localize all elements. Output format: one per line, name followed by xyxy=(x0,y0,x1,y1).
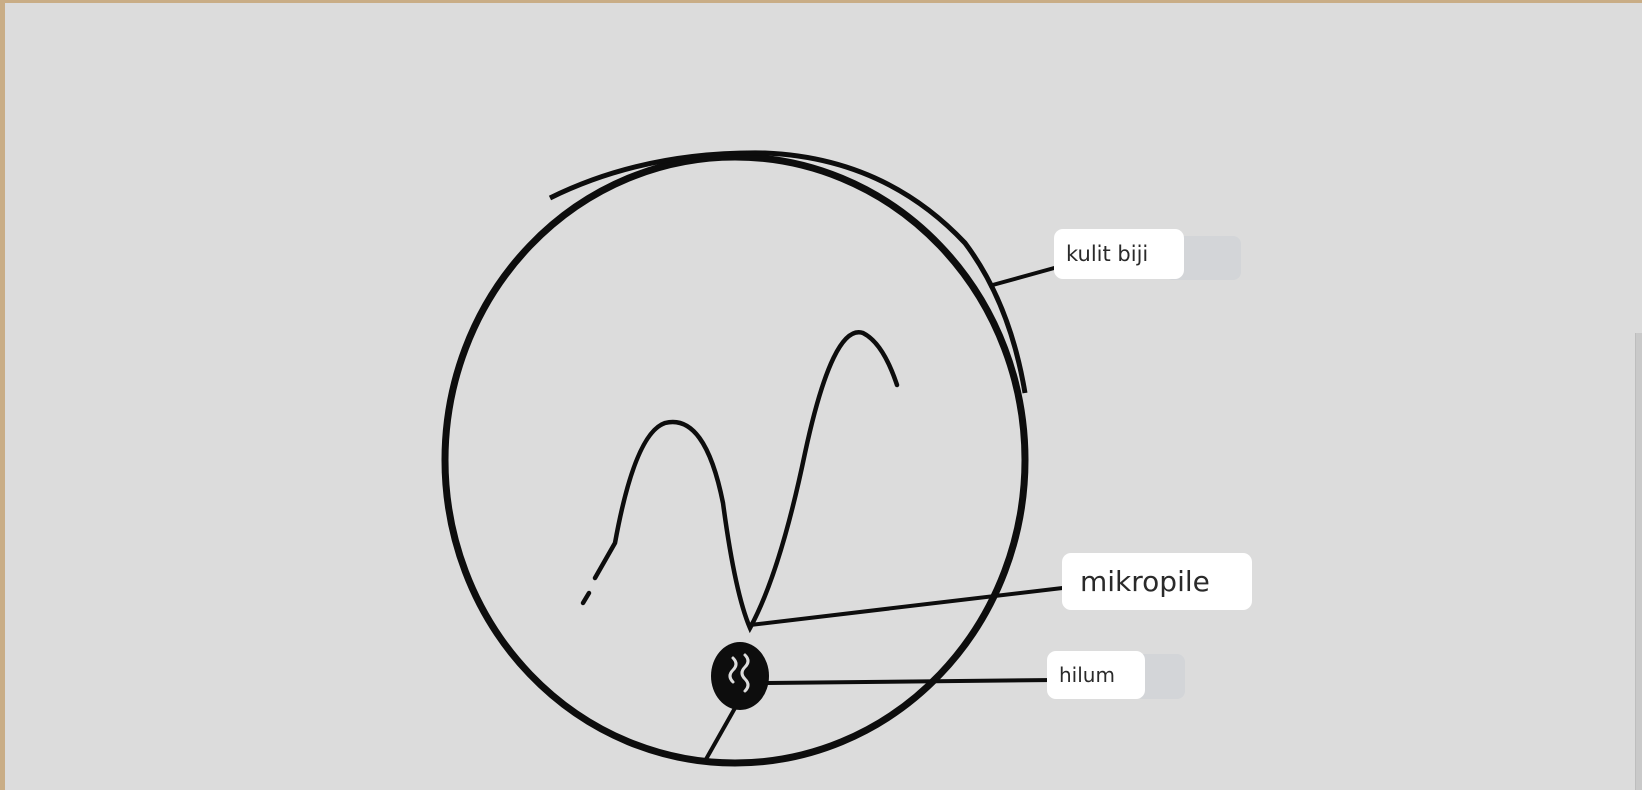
embryo-tail xyxy=(583,593,589,603)
diagram-canvas: kulit biji mikropile hilum xyxy=(5,3,1642,790)
hilum-stalk xyxy=(705,708,735,761)
micropyle-leader-line xyxy=(750,587,1071,625)
label-hilum: hilum xyxy=(1047,651,1145,699)
seed-diagram xyxy=(5,3,1642,790)
vertical-scrollbar[interactable] xyxy=(1635,333,1642,790)
label-micropyle: mikropile xyxy=(1062,553,1252,610)
seed-coat-thick-edge xyxy=(550,153,1025,393)
embryo-curve xyxy=(595,332,897,628)
hilum-leader-line xyxy=(767,680,1055,683)
label-seed-coat: kulit biji xyxy=(1054,229,1184,279)
hilum-blob xyxy=(711,642,769,710)
